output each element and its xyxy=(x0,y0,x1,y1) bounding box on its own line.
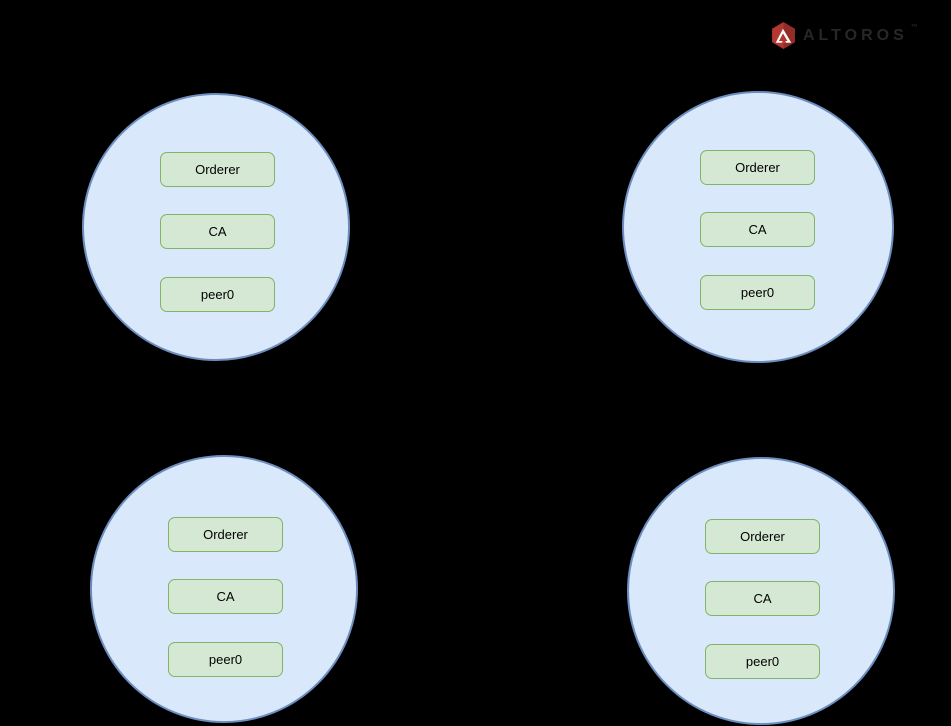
node-ca: CA xyxy=(700,212,815,247)
node-ca: CA xyxy=(160,214,275,249)
node-ca: CA xyxy=(705,581,820,616)
node-orderer: Orderer xyxy=(700,150,815,185)
node-orderer: Orderer xyxy=(705,519,820,554)
org-circle-top-right: Orderer CA peer0 xyxy=(622,91,894,363)
node-orderer: Orderer xyxy=(168,517,283,552)
node-peer0: peer0 xyxy=(160,277,275,312)
node-peer0: peer0 xyxy=(700,275,815,310)
org-circle-top-left: Orderer CA peer0 xyxy=(82,93,350,361)
org-circle-bottom-left: Orderer CA peer0 xyxy=(90,455,358,723)
org-circle-bottom-right: Orderer CA peer0 xyxy=(627,457,895,725)
altoros-logo: ALTOROS ™ xyxy=(771,22,918,49)
trademark-symbol: ™ xyxy=(910,24,918,31)
node-orderer: Orderer xyxy=(160,152,275,187)
node-peer0: peer0 xyxy=(168,642,283,677)
node-peer0: peer0 xyxy=(705,644,820,679)
altoros-hexagon-mountain-icon xyxy=(772,22,795,49)
brand-name: ALTOROS xyxy=(803,26,908,44)
node-ca: CA xyxy=(168,579,283,614)
